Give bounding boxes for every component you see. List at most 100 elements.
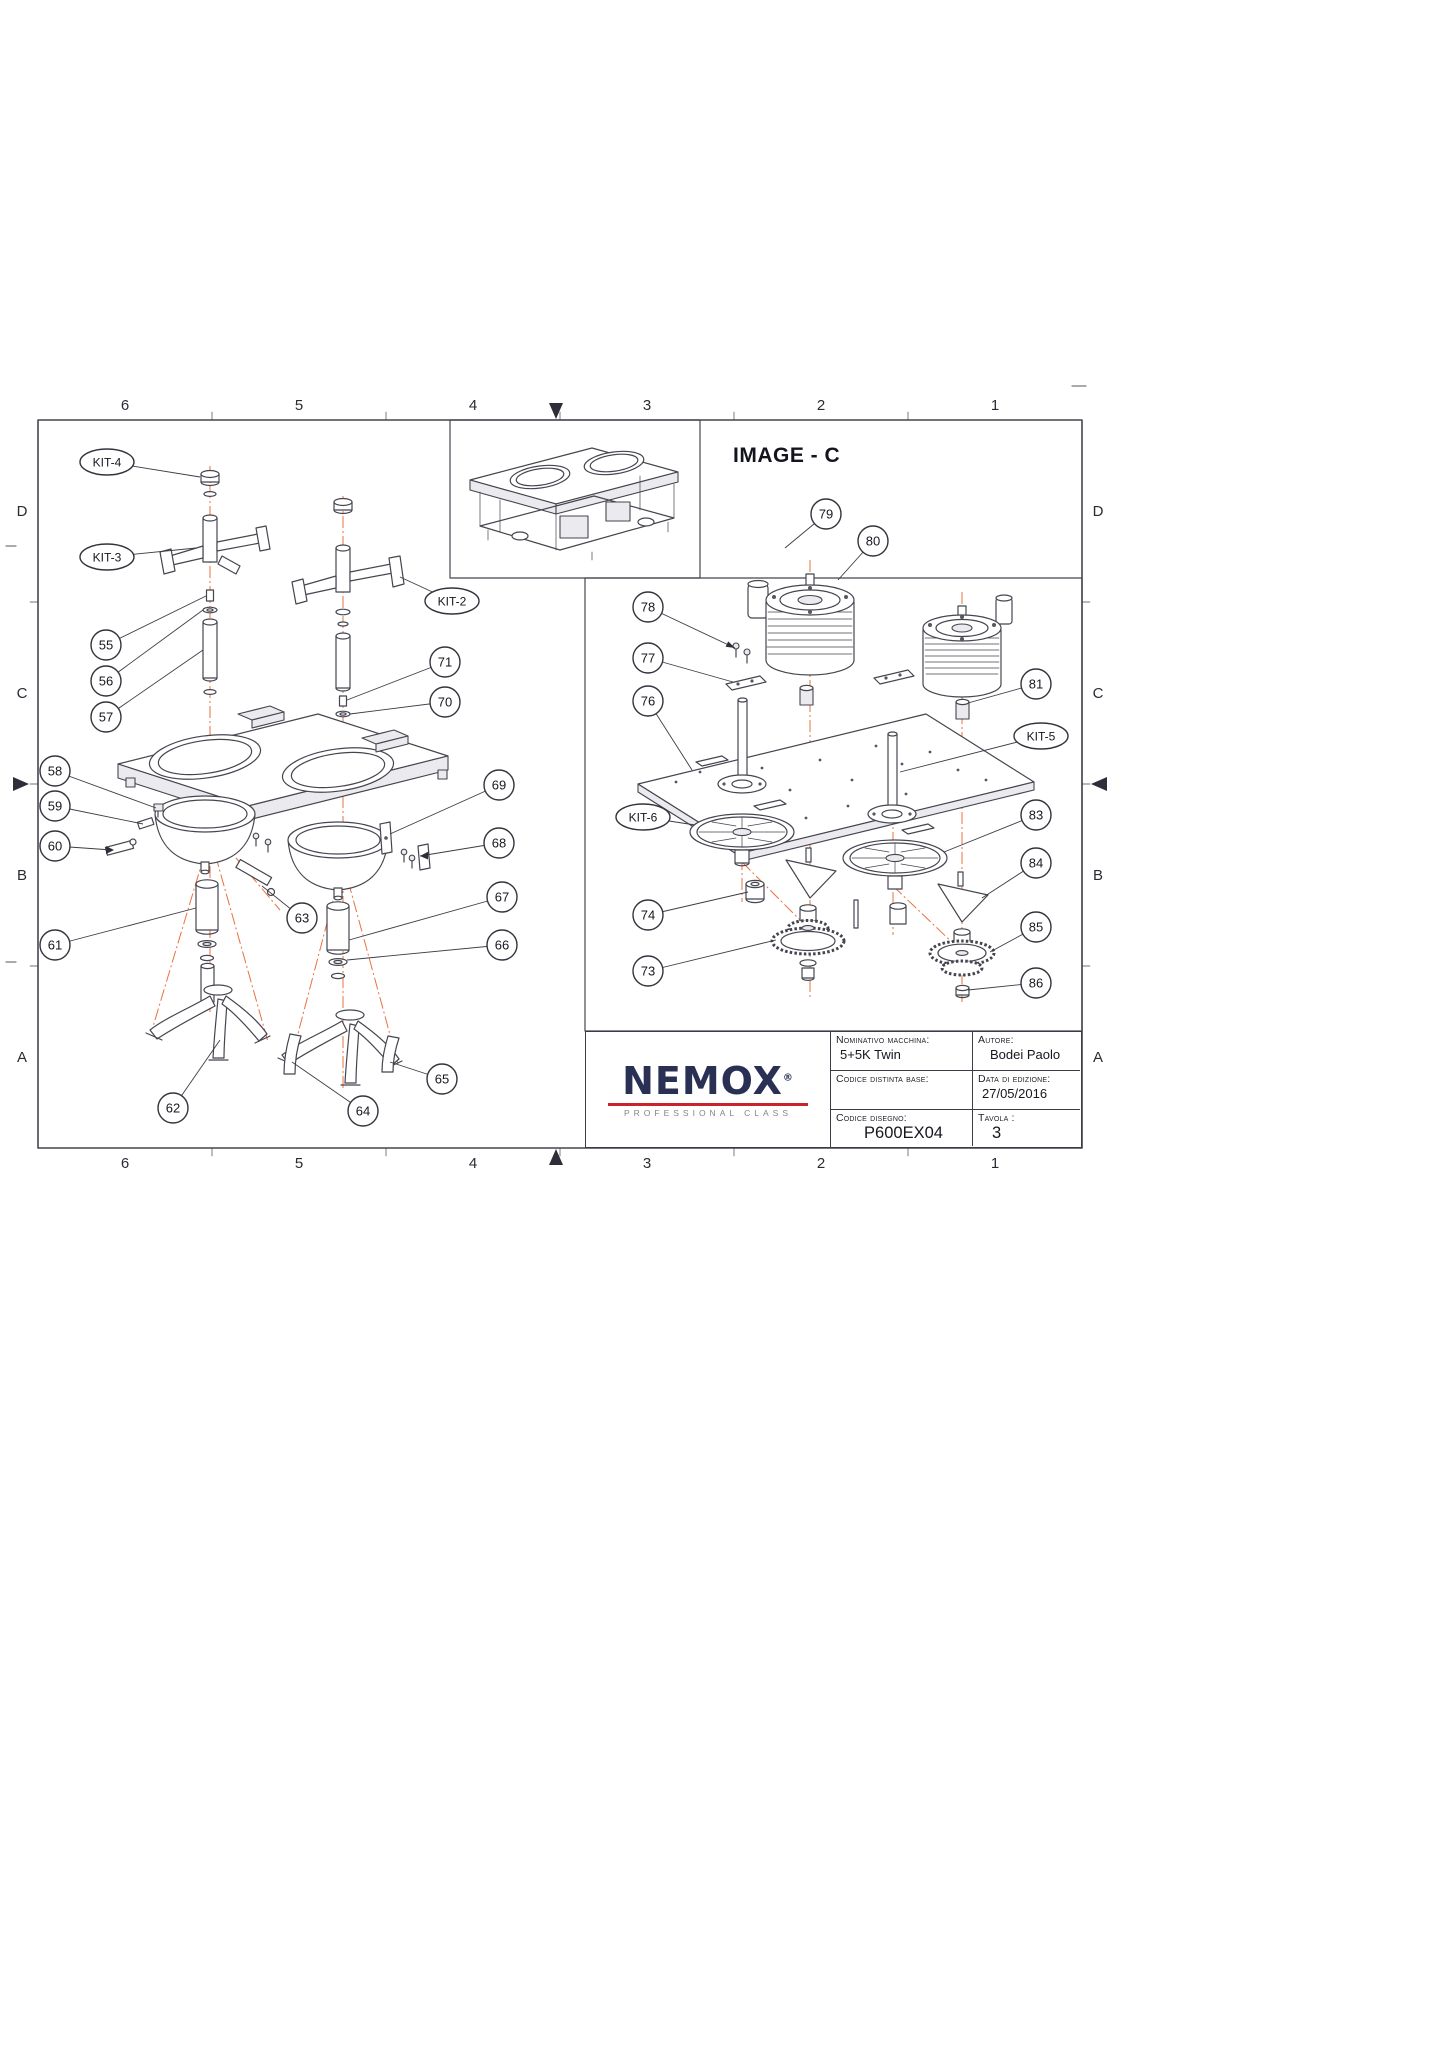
- zone-label: 2: [817, 1155, 825, 1172]
- callout-64: 64: [347, 1095, 379, 1127]
- callout-80: 80: [857, 525, 889, 557]
- callout-78: 78: [632, 591, 664, 623]
- zone-label: D: [17, 503, 28, 520]
- zone-label: 6: [121, 397, 129, 414]
- brand-text: NEMOX: [622, 1058, 783, 1103]
- callout-57-label: 57: [99, 710, 113, 725]
- callout-86: 86: [1020, 967, 1052, 999]
- callout-71-label: 71: [438, 655, 452, 670]
- field-author: Autore: Bodei Paolo: [973, 1032, 1080, 1071]
- edition-value: 27/05/2016: [982, 1086, 1048, 1102]
- callout-81: 81: [1020, 668, 1052, 700]
- machine-value: 5+5K Twin: [840, 1047, 901, 1063]
- callout-70-label: 70: [438, 695, 452, 710]
- image-label: IMAGE - C: [733, 444, 841, 467]
- callout-kit2-label: KIT-2: [438, 595, 467, 609]
- callout-76-label: 76: [641, 694, 655, 709]
- callout-73: 73: [632, 955, 664, 987]
- sheet-value: 3: [992, 1124, 1002, 1143]
- callout-68-label: 68: [492, 836, 506, 851]
- callout-62-label: 62: [166, 1101, 180, 1116]
- callout-leaders: [54, 461, 1042, 1112]
- callout-61-label: 61: [48, 938, 62, 953]
- zone-label: A: [1093, 1049, 1103, 1066]
- zone-label: 1: [991, 1155, 999, 1172]
- zone-label: C: [1093, 685, 1104, 702]
- callout-55-label: 55: [99, 638, 113, 653]
- callout-79-label: 79: [819, 507, 833, 522]
- callout-65-label: 65: [435, 1072, 449, 1087]
- zone-label: 5: [295, 397, 303, 414]
- callout-84-label: 84: [1029, 856, 1043, 871]
- callout-63-label: 63: [295, 911, 309, 926]
- zone-label: B: [17, 867, 27, 884]
- callout-69: 69: [483, 769, 515, 801]
- author-label: Autore:: [978, 1034, 1014, 1046]
- callout-60: 60: [39, 830, 71, 862]
- callout-kit3: KIT-3: [79, 543, 135, 571]
- callout-60-label: 60: [48, 839, 62, 854]
- callout-85: 85: [1020, 911, 1052, 943]
- callout-81-label: 81: [1029, 677, 1043, 692]
- callout-balloons: KIT-4 KIT-3 KIT-2 55 56 57 71 70 58 59 6…: [39, 448, 1069, 1127]
- callout-57: 57: [90, 701, 122, 733]
- zone-label: 3: [643, 397, 651, 414]
- callout-74-label: 74: [641, 908, 655, 923]
- field-code: Codice disegno: P600EX04: [831, 1110, 973, 1146]
- callout-71: 71: [429, 646, 461, 678]
- callout-59: 59: [39, 790, 71, 822]
- code-value: P600EX04: [864, 1124, 943, 1143]
- callout-73-label: 73: [641, 964, 655, 979]
- zone-label: B: [1093, 867, 1103, 884]
- author-value: Bodei Paolo: [990, 1047, 1061, 1063]
- field-sheet: Tavola : 3: [973, 1110, 1080, 1146]
- inset-assembled-view: [449, 419, 701, 579]
- sheet-label: Tavola :: [978, 1112, 1015, 1124]
- callout-59-label: 59: [48, 799, 62, 814]
- zone-label: 4: [469, 397, 477, 414]
- callout-80-label: 80: [866, 534, 880, 549]
- callout-56-label: 56: [99, 674, 113, 689]
- brand-tagline: PROFESSIONAL CLASS: [623, 1107, 793, 1118]
- callout-63: 63: [286, 902, 318, 934]
- callout-58-label: 58: [48, 764, 62, 779]
- bom-label: Codice distinta base:: [836, 1073, 929, 1085]
- zone-labels: 6 5 4 3 2 1 6 5 4 3 2 1 D C B A D C B A: [17, 397, 1104, 1172]
- machine-label: Nominativo macchina:: [836, 1034, 930, 1046]
- field-machine: Nominativo macchina: 5+5K Twin: [831, 1032, 973, 1071]
- callout-67: 67: [486, 881, 518, 913]
- callout-kit3-label: KIT-3: [93, 551, 122, 565]
- callout-kit6: KIT-6: [615, 803, 671, 831]
- callout-kit2: KIT-2: [424, 587, 480, 615]
- callout-77-label: 77: [641, 651, 655, 666]
- zone-label: A: [17, 1049, 27, 1066]
- callout-84: 84: [1020, 847, 1052, 879]
- callout-86-label: 86: [1029, 976, 1043, 991]
- callout-77: 77: [632, 642, 664, 674]
- callout-68: 68: [483, 827, 515, 859]
- callout-78-label: 78: [641, 600, 655, 615]
- callout-kit4: KIT-4: [79, 448, 135, 476]
- code-label: Codice disegno:: [836, 1112, 907, 1124]
- callout-kit6-label: KIT-6: [629, 811, 658, 825]
- zone-label: 6: [121, 1155, 129, 1172]
- zone-label: 3: [643, 1155, 651, 1172]
- callout-61: 61: [39, 929, 71, 961]
- zone-label: D: [1093, 503, 1104, 520]
- title-block: NEMOX® PROFESSIONAL CLASS Nominativo mac…: [585, 1031, 1082, 1148]
- nemox-logo: NEMOX® PROFESSIONAL CLASS: [586, 1032, 831, 1147]
- callout-58: 58: [39, 755, 71, 787]
- callout-65: 65: [426, 1063, 458, 1095]
- callout-64-label: 64: [356, 1104, 370, 1119]
- zone-label: 1: [991, 397, 999, 414]
- callout-kit5-label: KIT-5: [1027, 730, 1056, 744]
- edition-label: Data di edizione:: [978, 1073, 1051, 1085]
- callout-69-label: 69: [492, 778, 506, 793]
- callout-83: 83: [1020, 799, 1052, 831]
- field-bom: Codice distinta base:: [831, 1071, 973, 1110]
- right-exploded-view: [637, 560, 1035, 1002]
- zone-label: 2: [817, 397, 825, 414]
- callout-kit4-label: KIT-4: [93, 456, 122, 470]
